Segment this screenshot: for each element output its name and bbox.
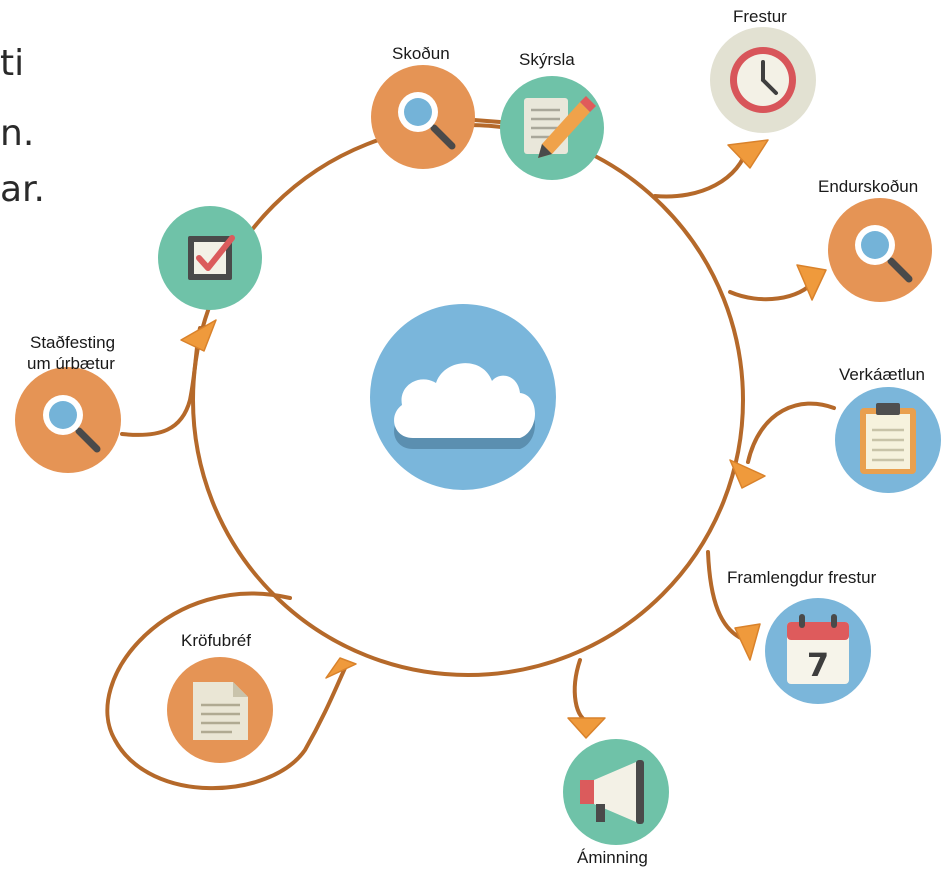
document-icon [193,682,248,740]
connector-to-endurskodun [728,278,817,302]
connector-to-frestur [653,143,750,199]
clock-icon [730,47,796,113]
node-verkaaetlun [835,387,941,493]
arrowhead-frestur [727,139,769,169]
checkbox-icon [188,235,235,280]
text-fragment-3: ar. [0,169,45,210]
node-framlengdur-frestur: 7 [765,598,871,704]
text-fragment-2: n. [0,113,35,154]
report-pencil-icon [524,96,596,158]
arrowhead-framlengdur [734,623,761,661]
arrowhead-aminning [567,717,606,739]
calendar-icon: 7 [787,614,849,684]
center-node [370,304,556,490]
node-skyrsla [500,76,604,180]
arrowhead-krofubref [325,657,357,679]
arrowhead-stadfesting [180,319,217,352]
connector-to-framlengdur [706,550,747,642]
calendar-day: 7 [807,646,829,684]
node-frestur [710,27,816,133]
label-framlengdur-frestur: Framlengdur frestur [727,568,877,587]
cloud-icon [394,363,535,449]
magnifier-icon [855,225,913,283]
node-aminning [563,739,669,845]
node-endurskodun [828,198,932,302]
label-krofubref: Kröfubréf [181,631,251,650]
magnifier-icon [398,92,456,150]
node-skodun [371,65,475,169]
label-endurskodun: Endurskoðun [818,177,919,196]
magnifier-icon [43,395,101,453]
arrowhead-verkaaetlun [729,459,766,489]
node-krofubref [167,657,273,763]
text-fragment-1: ti [0,43,25,84]
label-stadfesting-line2: um úrbætur [27,354,115,373]
connector-to-aminning [572,658,592,724]
node-checkbox [158,206,262,310]
label-verkaaetlun: Verkáætlun [839,365,925,384]
label-skyrsla: Skýrsla [519,50,575,69]
connector-from-verkaaetlun [746,401,836,464]
megaphone-icon [580,760,644,824]
node-stadfesting [15,367,121,473]
connector-skodun-skyrsla [472,118,502,124]
connector-krofubref-loop [105,591,347,791]
label-frestur: Frestur [733,7,787,26]
label-skodun: Skoðun [392,44,450,63]
clipboard-icon [860,403,916,474]
label-aminning: Áminning [577,848,648,867]
arrowhead-endurskodun [796,264,827,301]
label-stadfesting-line1: Staðfesting [30,333,116,352]
